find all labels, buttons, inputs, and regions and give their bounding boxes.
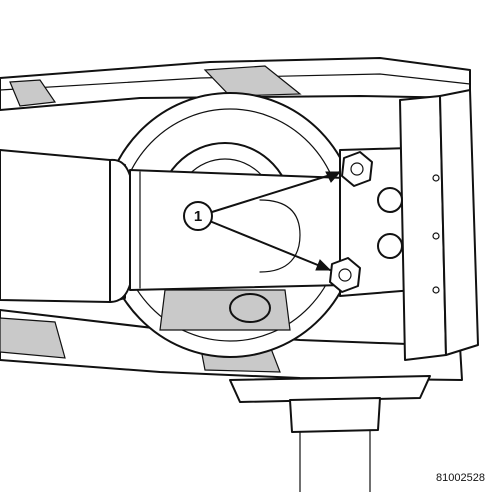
lower-arrowhead xyxy=(315,259,332,271)
callout-bubble: 1 xyxy=(183,201,213,231)
mounting-bracket xyxy=(339,89,479,361)
figure-id: 81002528 xyxy=(436,472,485,484)
upper-frame-rail xyxy=(0,57,471,111)
callout-leaders xyxy=(211,171,342,271)
body-mount xyxy=(229,375,431,492)
callout-label: 1 xyxy=(194,208,202,225)
cross-tube xyxy=(0,149,346,303)
upper-bolt xyxy=(341,151,373,187)
lower-bolt xyxy=(329,257,361,293)
upper-arrowhead xyxy=(325,171,342,183)
